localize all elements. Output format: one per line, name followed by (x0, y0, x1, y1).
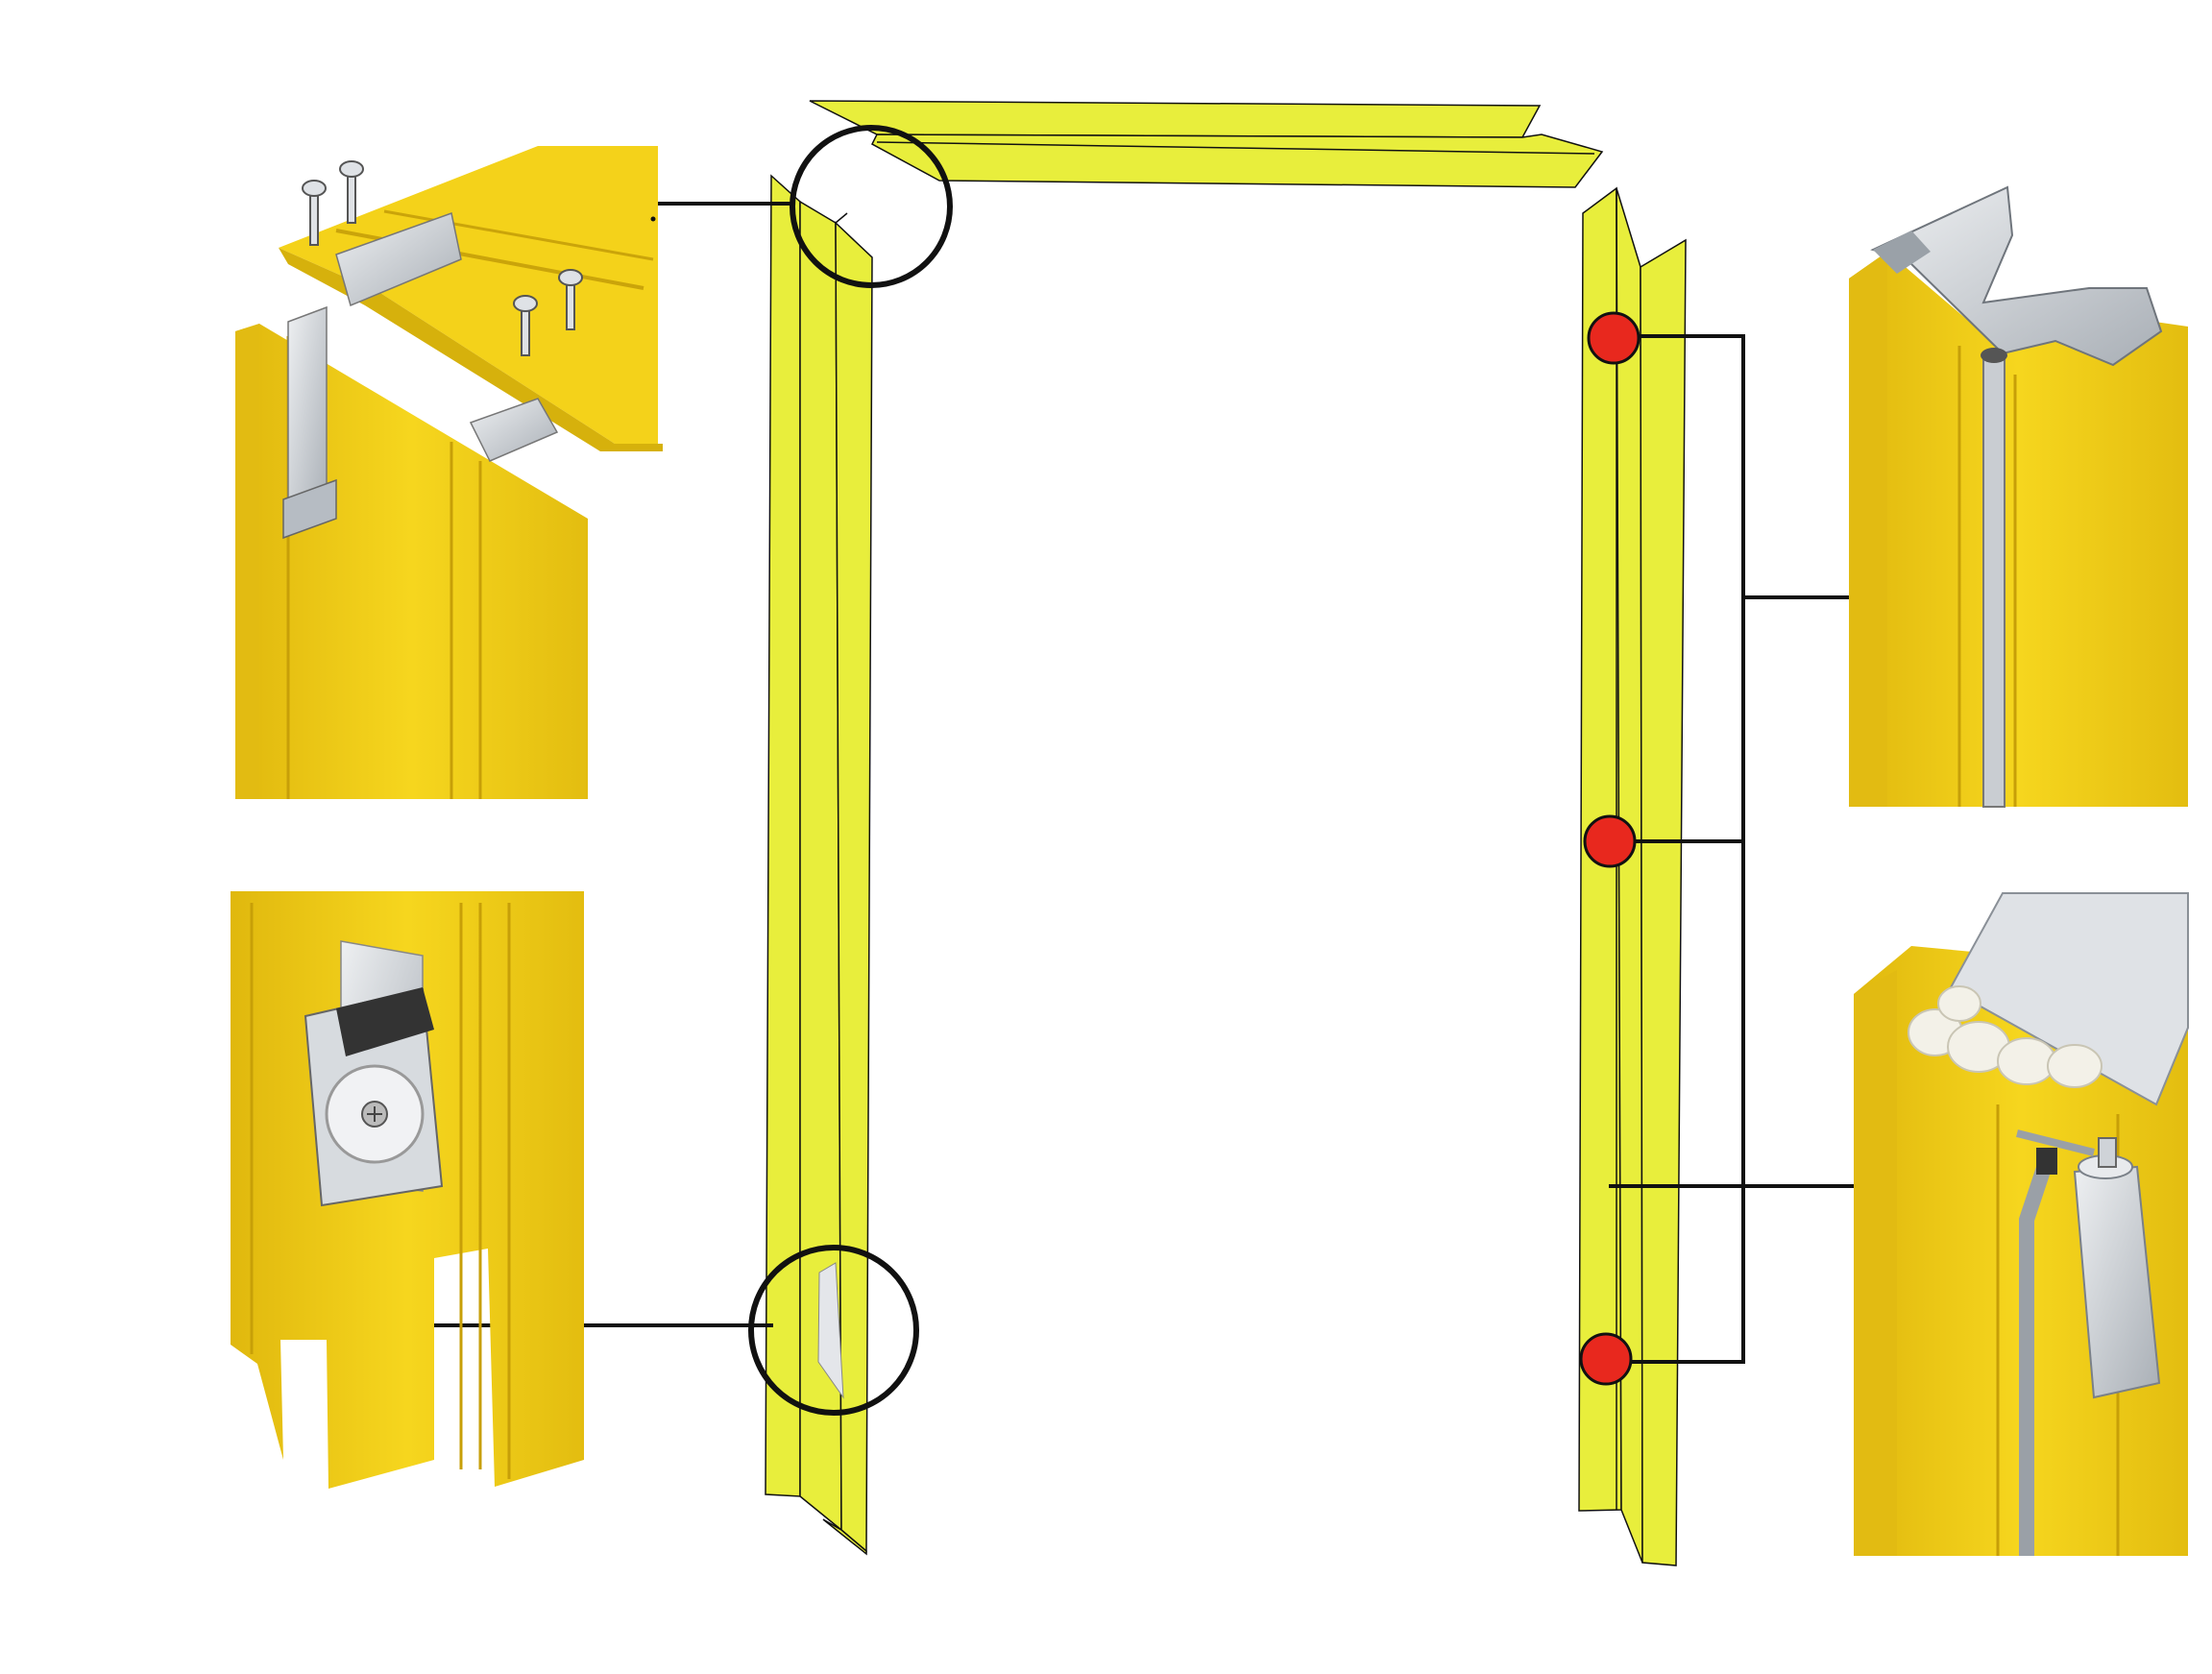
foam-fill-detail (1854, 892, 2189, 1556)
corner-callout-circle (790, 125, 953, 288)
fixing-point-top (1587, 311, 1641, 365)
metal-insert (1870, 185, 2163, 367)
left-jamb-profile (765, 174, 873, 1556)
foam-cover-plate (1948, 892, 2189, 1106)
jamb-bracket-right (469, 398, 559, 462)
foam-filling (1908, 985, 2103, 1088)
head-bracket (335, 212, 462, 307)
corner-bracket-detail (235, 146, 663, 799)
gasket-channel (1982, 354, 2005, 808)
gasket-profile-detail (1849, 185, 2188, 808)
fixing-points (1579, 311, 1641, 1386)
screws (302, 160, 583, 356)
door-frame (748, 100, 1687, 1566)
foam-nozzle (2016, 1129, 2095, 1156)
fixing-point-middle (1583, 814, 1637, 868)
anchor-callout-circle (748, 1245, 919, 1416)
head-profile (809, 100, 1604, 188)
anchor-in-jamb (817, 1262, 844, 1399)
fixing-point-bottom (1579, 1332, 1633, 1386)
wall-anchor-detail (231, 891, 584, 1489)
fixing-bracket-line (1631, 334, 1745, 1364)
